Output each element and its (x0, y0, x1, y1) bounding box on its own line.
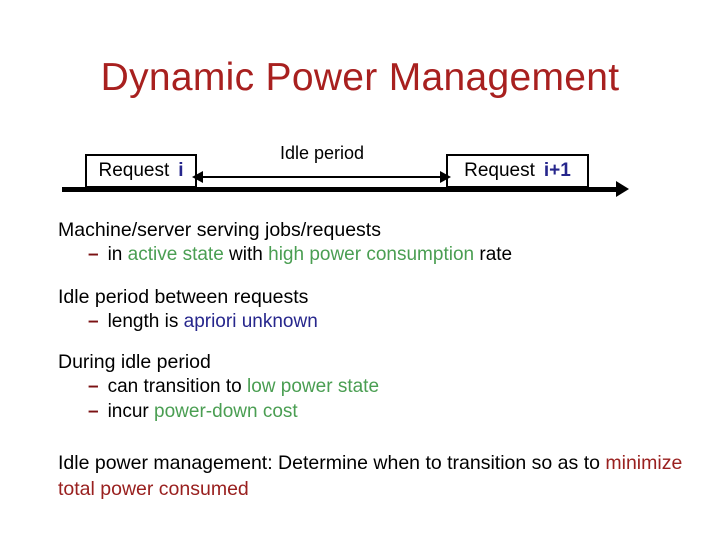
idle-period-arrow-left-icon (192, 171, 203, 183)
content-heading: Machine/server serving jobs/requests (58, 219, 381, 241)
content-bullet: –length is apriori unknown (58, 310, 688, 335)
timeline-arrowhead-icon (616, 181, 629, 197)
bullet-text: length is apriori unknown (108, 310, 318, 335)
bullet-text-span: incur (107, 401, 155, 423)
bullet-text-span: in (107, 244, 128, 266)
request-box-i: Request i (85, 154, 197, 188)
content-bullet: –can transition to low power state (58, 375, 688, 400)
request-box-i-plus-1: Request i+1 (446, 154, 589, 188)
bullet-text-span: with (223, 244, 269, 266)
bullet-text-span: rate (474, 244, 513, 266)
bullet-dash-icon: – (88, 311, 99, 333)
page-title: Dynamic Power Management (100, 56, 620, 99)
content-group-1: Machine/server serving jobs/requests–in … (58, 218, 688, 268)
bullet-text-span: length is (107, 311, 184, 333)
idle-period-arrow-line (201, 176, 443, 178)
request-box-i-index: i (178, 160, 184, 181)
bullet-text-span: apriori unknown (183, 311, 318, 333)
summary-lead: Idle power management: Determine when to… (58, 452, 606, 474)
content-group-2: Idle period between requests–length is a… (58, 285, 688, 335)
bullet-dash-icon: – (88, 376, 99, 398)
content-bullet: –in active state with high power consump… (58, 243, 688, 268)
bullet-text-span: high power consumption (268, 244, 475, 266)
bullet-text: incur power-down cost (108, 400, 298, 425)
content-heading: Idle period between requests (58, 286, 309, 308)
bullet-text-span: low power state (247, 376, 380, 398)
bullet-dash-icon: – (88, 244, 99, 266)
idle-period-label: Idle period (279, 143, 365, 163)
content-group-3: During idle period–can transition to low… (58, 350, 688, 425)
timeline-axis-line (62, 187, 618, 192)
summary-emphasis: minimize total power consumed (58, 452, 683, 500)
content-heading: During idle period (58, 351, 211, 373)
bullet-text-span: active state (127, 244, 224, 266)
summary-text: Idle power management: Determine when to… (58, 451, 688, 502)
content-bullet: –incur power-down cost (58, 400, 688, 425)
idle-period-arrow-right-icon (440, 171, 451, 183)
bullet-text: in active state with high power consumpt… (108, 243, 513, 268)
summary-paragraph: Idle power management: Determine when to… (58, 451, 688, 502)
request-box-i-plus-1-index: i+1 (543, 160, 571, 181)
bullet-text: can transition to low power state (108, 375, 379, 400)
request-box-i-label: Request (98, 160, 170, 181)
request-box-i-plus-1-label: Request (464, 160, 535, 181)
bullet-text-span: power-down cost (154, 401, 298, 423)
bullet-text-span: can transition to (107, 376, 247, 398)
bullet-dash-icon: – (88, 401, 99, 423)
